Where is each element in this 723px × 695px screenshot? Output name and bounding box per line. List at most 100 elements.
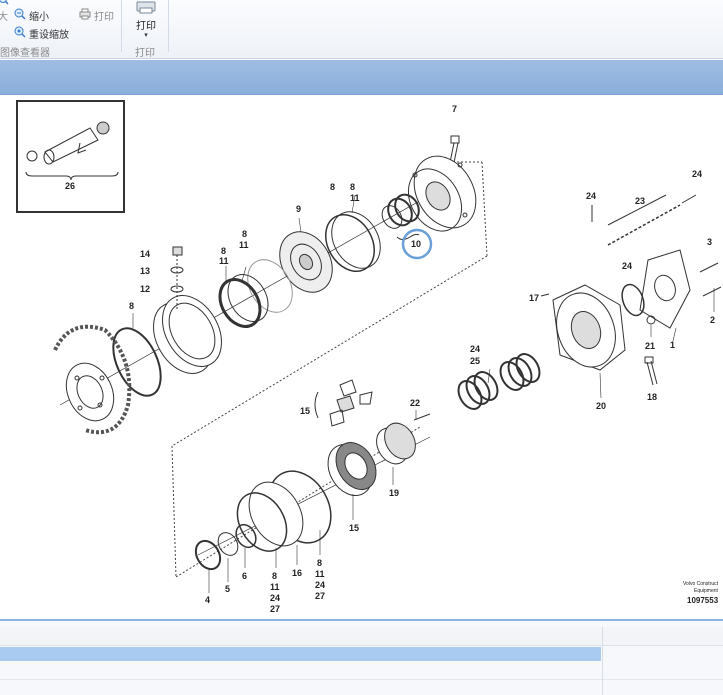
column-divider[interactable] [602, 627, 603, 695]
print-big-button[interactable]: 打印 ▾ [126, 0, 166, 42]
callout-8: 8 [242, 229, 247, 239]
callout-27: 27 [270, 604, 280, 614]
o-ring-8 [112, 327, 162, 397]
callout-20: 20 [596, 401, 606, 411]
callout-24: 24 [622, 261, 632, 271]
callout-11: 11 [315, 569, 325, 579]
callout-24: 24 [315, 580, 325, 590]
parts-15-set [314, 379, 373, 427]
callout-18: 18 [647, 392, 657, 402]
ring-part [381, 205, 403, 229]
callout-16: 16 [292, 568, 302, 578]
cover-plate-1 [639, 249, 691, 329]
callout-24: 24 [470, 344, 480, 354]
bearing-15 [327, 442, 377, 496]
callout-15: 15 [349, 523, 359, 533]
row-divider [0, 679, 723, 680]
zoom-out-button[interactable]: 缩小 [14, 8, 49, 23]
exploded-parts-diagram: 7 8 8 11 9 10 8 11 8 11 14 13 12 8 26 24… [16, 100, 722, 614]
plate-part [247, 259, 293, 313]
cylinder-housing [153, 295, 222, 374]
callout-17: 17 [529, 293, 539, 303]
reset-zoom-icon [14, 26, 26, 41]
drawing-number: 1097553 [687, 596, 719, 605]
callout-11: 11 [270, 582, 280, 592]
callout-26: 26 [65, 181, 75, 191]
brace-10 [396, 233, 420, 240]
callout-8: 8 [129, 301, 134, 311]
brace-26 [25, 171, 119, 181]
ring-4 [194, 539, 222, 571]
ring-part [394, 193, 420, 223]
callout-8: 8 [317, 558, 322, 568]
callout-22: 22 [410, 398, 420, 408]
plug-21 [646, 315, 656, 325]
plug-assembly [170, 246, 184, 310]
callout-2: 2 [710, 315, 715, 325]
callout-1: 1 [670, 340, 675, 350]
callout-27: 27 [315, 591, 325, 601]
callout-8: 8 [272, 571, 277, 581]
group-label-print: 打印 [135, 48, 155, 59]
flange-housing [407, 155, 477, 232]
axis-line-upper [59, 177, 461, 406]
callout-23: 23 [635, 196, 645, 206]
seal-ring-lower [236, 492, 288, 552]
callout-11: 11 [350, 193, 360, 203]
callout-8: 8 [350, 182, 355, 192]
o-ring [331, 211, 381, 269]
callout-21: 21 [645, 341, 655, 351]
callout-13: 13 [140, 266, 150, 276]
dashed-boundary [171, 161, 488, 578]
pin-17 [540, 293, 550, 297]
seal-ring [227, 274, 269, 322]
highlight-circle [401, 228, 433, 260]
callout-15: 15 [300, 406, 310, 416]
springs-24-25 [457, 353, 541, 410]
callout-11: 11 [219, 256, 229, 266]
image-viewer[interactable]: 7 8 8 11 9 10 8 11 8 11 14 13 12 8 26 24… [0, 95, 723, 619]
watermark-line1: Volvo Construct [683, 581, 719, 587]
valve-rod-23 [607, 204, 681, 246]
zoom-out-icon [14, 8, 26, 23]
callout-6: 6 [242, 571, 247, 581]
callout-8: 8 [330, 182, 335, 192]
bolt-3 [699, 262, 719, 273]
callout-7: 7 [452, 104, 457, 114]
bolt-24 [681, 194, 697, 204]
inset-box [16, 100, 125, 213]
print-small-button[interactable]: 打印 [79, 8, 114, 23]
callout-5: 5 [225, 584, 230, 594]
bolt-18 [644, 356, 658, 386]
printer-icon [79, 8, 91, 23]
reset-zoom-button[interactable]: 重设缩放 [14, 26, 69, 41]
brace-23 [607, 194, 667, 226]
brake-disc-16 [248, 481, 304, 547]
o-ring-24 [621, 283, 645, 317]
o-ring [325, 214, 375, 272]
selected-row[interactable] [0, 647, 601, 661]
pin-22 [413, 413, 431, 421]
zoom-in-button[interactable] [0, 0, 9, 8]
ring-part [387, 197, 413, 227]
callout-8: 8 [221, 246, 226, 256]
snap-ring-6 [235, 523, 257, 549]
motor-housing-20 [552, 284, 626, 371]
group-label-viewer: 图像查看器 [0, 48, 50, 59]
viewer-header-bar [0, 60, 723, 95]
callout-11: 11 [239, 240, 249, 250]
callout-labels: 7 8 8 11 9 10 8 11 8 11 14 13 12 8 26 24… [65, 104, 715, 614]
parts-list-panel [0, 619, 723, 695]
callout-24: 24 [692, 169, 702, 179]
callout-3: 3 [707, 237, 712, 247]
spline-shaft-19 [376, 422, 416, 465]
callout-12: 12 [140, 284, 150, 294]
drawing-watermark: Volvo Construct Equipment [683, 581, 719, 594]
washer-5 [217, 532, 239, 556]
watermark-line2: Equipment [694, 588, 719, 594]
ribbon-separator [121, 0, 122, 52]
seal-ring [218, 278, 262, 328]
callout-4: 4 [205, 595, 210, 605]
callout-10: 10 [411, 239, 421, 249]
callout-24: 24 [270, 593, 280, 603]
